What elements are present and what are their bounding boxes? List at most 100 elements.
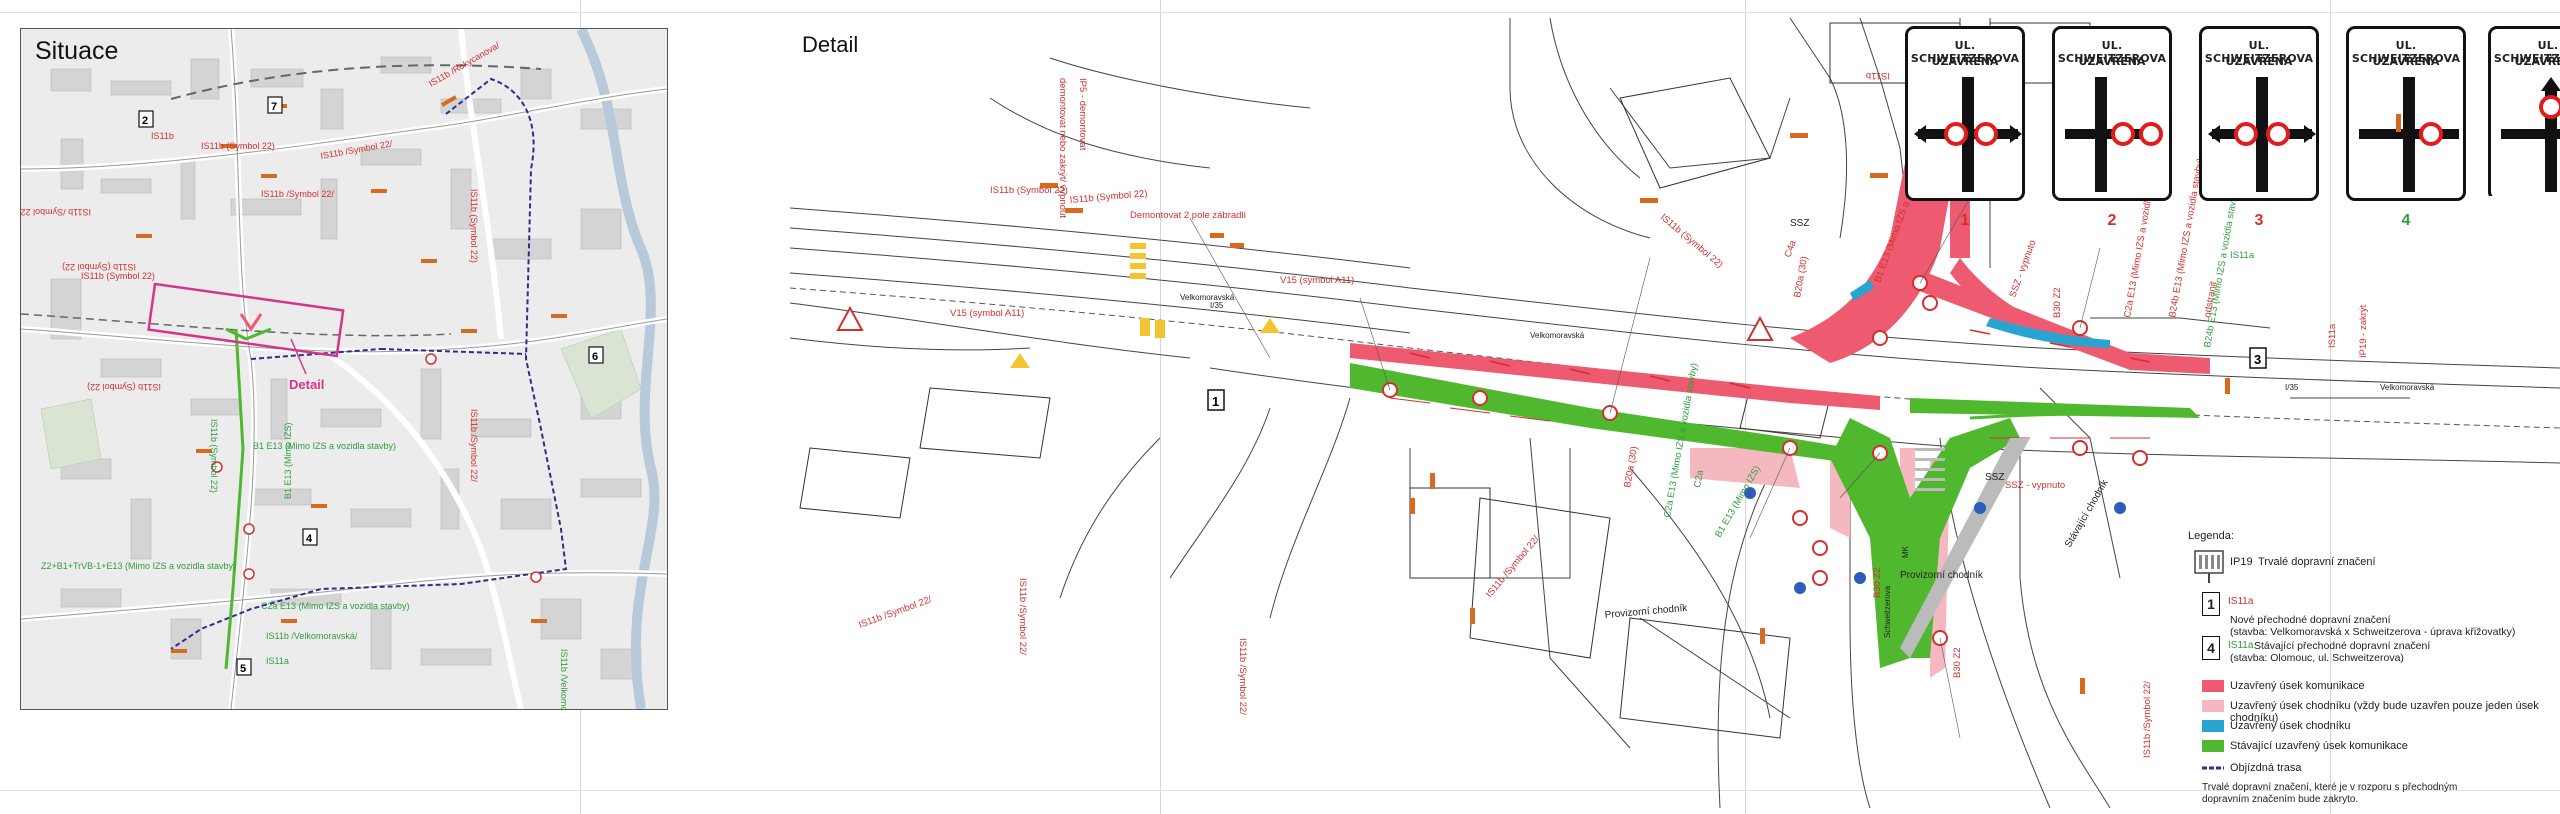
- legend-old-code: IS11a: [2228, 640, 2254, 651]
- street-label: MK: [1901, 545, 1910, 558]
- legend-item-text: Uzavřený úsek chodníku: [2230, 720, 2351, 732]
- sign-line-2: UZAVŘENA: [2078, 55, 2146, 68]
- sign-line-1: UL. SCHWEITZEROVA: [2204, 39, 2314, 65]
- sign-line-2: UZAVŘENA: [2372, 55, 2440, 68]
- intersection-diagram-icon: [2359, 77, 2459, 192]
- situace-label: IS11b /Velkomoravská/: [266, 631, 358, 641]
- detour-line-icon: [2202, 766, 2224, 770]
- sheet-edge-line: [0, 790, 2560, 791]
- closure-sign-board: UL. SCHWEITZEROVA UZAVŘENA: [2346, 26, 2466, 201]
- detail-label: IS11b (Symbol 22): [1658, 212, 1725, 271]
- detail-label: C2a: [1692, 469, 1706, 489]
- situace-label: B1 E13 (Mimo IZS): [283, 422, 293, 499]
- ip19-text: Trvalé dopravní značení: [2258, 556, 2376, 568]
- sign-post-marker: [2396, 114, 2401, 132]
- legend-old-text-1: Stávající přechodné dopravní značení: [2254, 640, 2431, 652]
- sign-number: 4: [2401, 212, 2411, 229]
- situace-overview-map[interactable]: Detail 7: [20, 28, 668, 710]
- closure-sign-board: UL. SCHWEITZEROVA UZAVŘENA: [2199, 26, 2319, 201]
- situace-label: IS11b /Symbol 22/: [21, 207, 91, 217]
- detail-label: IS11b /Symbol 22/: [1237, 638, 1248, 715]
- situace-label: Z2+B1+TrVB-1+E13 (Mimo IZS a vozidla sta…: [41, 561, 236, 571]
- detail-label: IP5 - demontovat: [1077, 78, 1088, 151]
- detail-label: IS11a: [2327, 323, 2338, 348]
- sign-2: UL. SCHWEITZEROVA UZAVŘENA 2: [2052, 26, 2172, 229]
- legend-new-number: 1: [2202, 592, 2220, 616]
- sign-line-1: UL. SCHWEITZEROVA: [2057, 39, 2167, 65]
- situace-label: IS11b (Symbol 22): [81, 271, 155, 281]
- legend-item-text: Stávající uzavřený úsek komunikace: [2230, 740, 2408, 752]
- situace-label: IS11b /Symbol 22/: [261, 189, 334, 199]
- legend-note-1: Trvalé dopravní značení, které je v rozp…: [2202, 782, 2458, 793]
- legend-swatch: [2202, 740, 2224, 752]
- ip19-sign-icon: [2194, 550, 2224, 583]
- sign-line-1: UL. SCHWEITZEROVA: [2493, 39, 2560, 65]
- detail-label: SSZ - vypnuto: [2007, 239, 2038, 299]
- sign-line-2: UZAVŘENA: [2514, 55, 2560, 68]
- detail-label: B30 Z2: [1952, 647, 1963, 678]
- legend-note-2: dopravním značením bude zakryto.: [2202, 794, 2359, 805]
- detail-label: SSZ: [1985, 472, 2004, 483]
- legend-item-text: Uzavřený úsek chodníku (vždy bude uzavře…: [2230, 700, 2539, 724]
- closure-sign-board: UL. SCHWEITZEROVA UZAVŘENA: [2488, 26, 2560, 196]
- street-label: Velkomoravská: [2380, 383, 2435, 392]
- situace-label: IS11b /Symbol 22/: [469, 409, 479, 482]
- sign-line-2: UZAVŘENA: [2225, 55, 2293, 68]
- situace-number: 4: [306, 533, 313, 545]
- detail-label: B30 Z2: [2052, 287, 2063, 318]
- legend-swatch: [2202, 680, 2224, 692]
- street-label: Velkomoravská: [1180, 293, 1235, 302]
- detail-label: Demontovat 2 pole zábradlí: [1130, 210, 1247, 221]
- detail-label: Provizorní chodník: [1900, 570, 1984, 581]
- detail-label: IP19 - zakrýt: [2358, 304, 2369, 358]
- street-label: Velkomoravská: [1530, 331, 1585, 340]
- legend-new-code: IS11a: [2228, 596, 2254, 607]
- situace-title: Situace: [35, 37, 119, 65]
- situace-label: IS11b: [151, 131, 174, 141]
- detail-number: 1: [1212, 394, 1219, 409]
- situace-detail-label: Detail: [289, 377, 324, 392]
- sign-number: 3: [2254, 212, 2264, 229]
- intersection-diagram-icon: [2208, 77, 2316, 192]
- situace-number: 2: [142, 115, 148, 127]
- street-label: Schweitzerova: [1883, 585, 1892, 638]
- sign-4: UL. SCHWEITZEROVA UZAVŘENA 4: [2346, 26, 2466, 229]
- ip19-code: IP19: [2230, 556, 2253, 568]
- detail-label: SSZ - vypnuto: [2005, 480, 2065, 491]
- situace-label: IS11a: [266, 656, 289, 666]
- detail-label: B30 Z2: [1872, 567, 1883, 598]
- situace-label: IS11b (Symbol 22): [87, 382, 161, 392]
- sign-number: 2: [2107, 212, 2117, 229]
- detail-label: demontovat nebo zakrýt/ vypnout: [1057, 78, 1068, 218]
- legend-title: Legenda:: [2188, 530, 2234, 542]
- intersection-diagram-icon: [2065, 77, 2163, 192]
- sign-line-1: UL. SCHWEITZEROVA: [1910, 39, 2020, 65]
- sign-1: UL. SCHWEITZEROVA UZAVŘENA 1: [1905, 26, 2025, 229]
- sheet-edge-line: [0, 12, 2560, 13]
- situace-label: IS11b (Symbol 22): [469, 189, 479, 263]
- legend-item-text: Objízdná trasa: [2230, 762, 2302, 774]
- detail-label: B20a (30): [1622, 446, 1640, 489]
- legend-old-text-2: (stavba: Olomouc, ul. Schweitzerova): [2230, 652, 2404, 664]
- intersection-diagram-icon: [1914, 77, 2022, 192]
- detail-label: Provizorní chodník: [1604, 603, 1688, 621]
- legend: Legenda: IP19 Trvalé dopravní značení 1 …: [2188, 528, 2558, 808]
- detail-label: IS11b /Symbol 22/: [1017, 578, 1028, 655]
- sign-3: UL. SCHWEITZEROVA UZAVŘENA 3: [2199, 26, 2319, 229]
- closure-sign-board: UL. SCHWEITZEROVA UZAVŘENA: [2052, 26, 2172, 201]
- legend-new-text-1: Nové přechodné dopravní značení: [2230, 614, 2391, 626]
- legend-swatch: [2202, 700, 2224, 712]
- sign-number: 1: [1960, 212, 1970, 229]
- detail-label: B20a (30): [1792, 256, 1810, 299]
- situace-number: 7: [271, 101, 277, 113]
- detail-label: C4a: [1782, 238, 1799, 259]
- intersection-diagram-icon: [2501, 77, 2560, 192]
- detail-label: Stávající chodník: [2063, 477, 2111, 549]
- detail-label: IS11a: [2230, 250, 2255, 261]
- situace-label: IS11b (Symbol 22): [209, 419, 219, 493]
- fold-line: [1160, 0, 1161, 814]
- street-label: I/35: [1210, 301, 1224, 310]
- situace-number: 6: [592, 351, 598, 363]
- situace-map-canvas: Detail 7: [21, 29, 667, 709]
